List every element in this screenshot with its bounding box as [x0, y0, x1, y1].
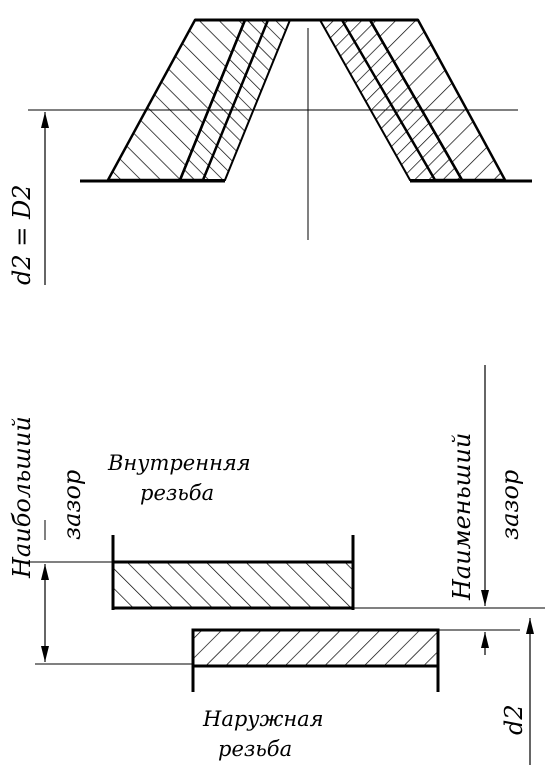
max-clearance-label-1: Наибольший: [8, 416, 36, 579]
arrow-down-icon: [41, 646, 49, 662]
min-clearance-label-1: Наименьший: [448, 433, 476, 601]
max-clearance-dimension: Наибольший зазор: [8, 416, 86, 662]
min-clearance-label-2: зазор: [496, 470, 524, 540]
max-clearance-label-2: зазор: [58, 470, 86, 540]
external-thread-label-2: резьба: [218, 737, 292, 761]
external-thread-label-1: Наружная: [202, 707, 324, 731]
internal-thread-label-2: резьба: [140, 481, 214, 505]
arrow-up-icon: [41, 564, 49, 580]
thread-profile: [28, 18, 532, 240]
arrow-up-icon: [526, 618, 534, 634]
arrow-down-icon: [481, 590, 489, 606]
tolerance-zones: [20, 535, 545, 692]
internal-thread-field: [111, 560, 355, 610]
arrow-up-icon: [41, 112, 49, 128]
d2-dimension: d2: [500, 618, 534, 765]
pitch-diameter-label: d2 = D2: [8, 184, 36, 285]
external-thread-field: [191, 628, 440, 668]
d2-label: d2: [500, 704, 528, 735]
internal-thread-label-1: Внутренняя: [107, 451, 251, 475]
min-clearance-dimension: Наименьший зазор: [448, 365, 524, 655]
arrow-up-icon: [481, 632, 489, 648]
pitch-diameter-dimension: d2 = D2: [8, 112, 49, 285]
